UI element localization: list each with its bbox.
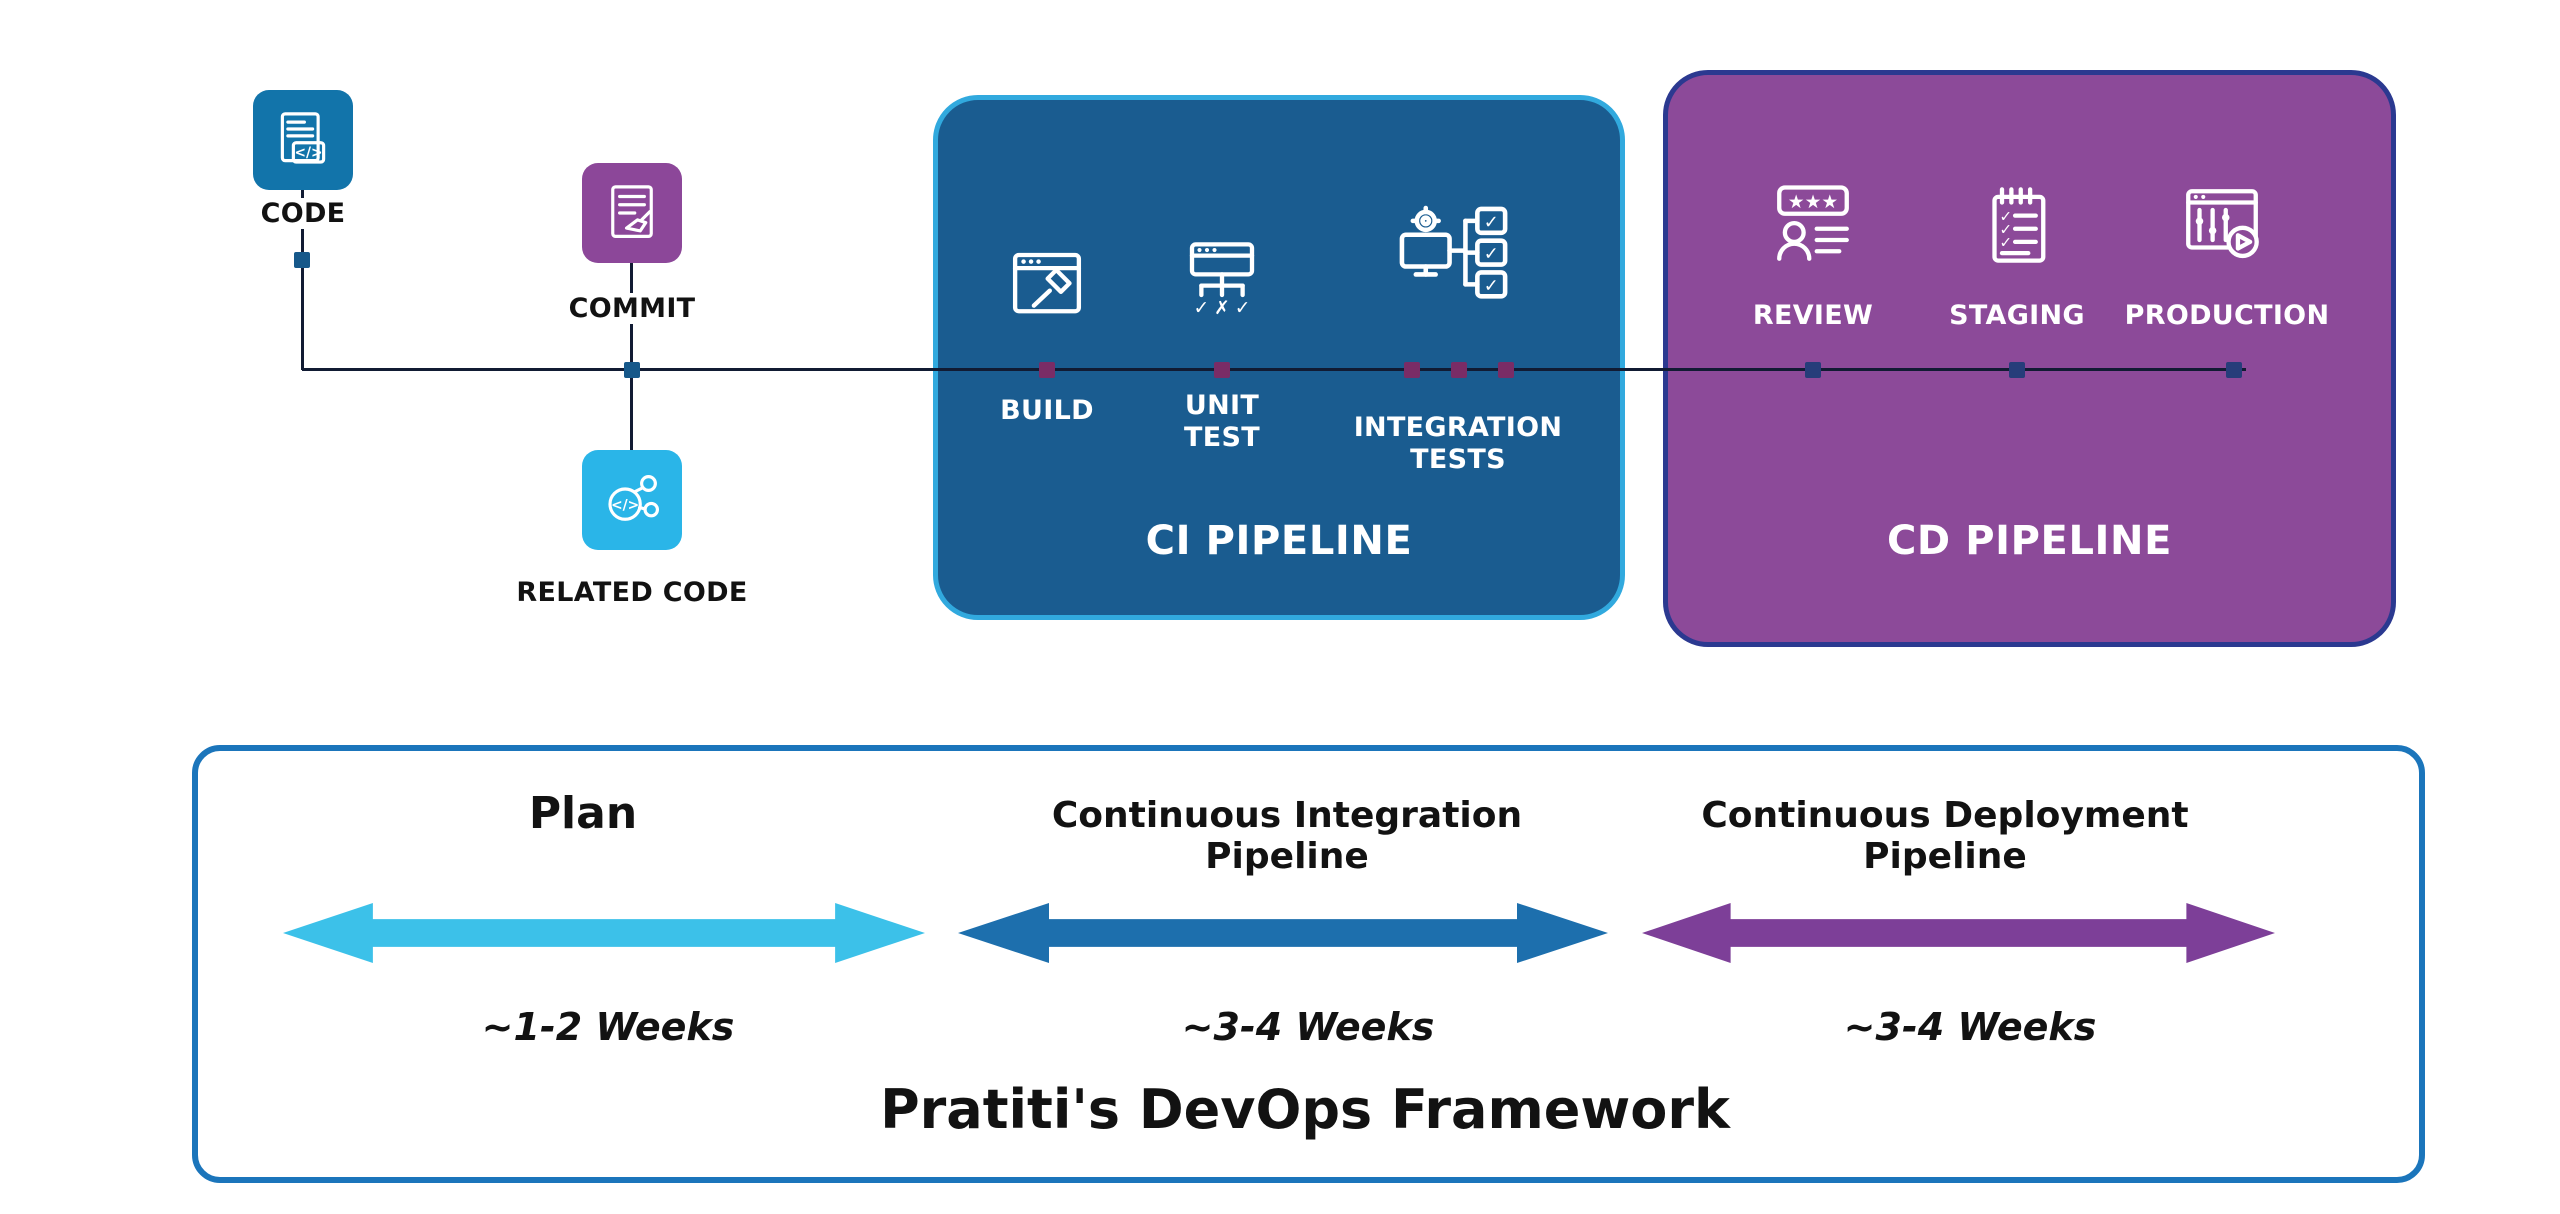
build-icon: [1002, 240, 1092, 330]
svg-text:✗: ✗: [1214, 298, 1230, 319]
timeline-marker: [2009, 362, 2025, 378]
plan-double-arrow-icon: [283, 903, 925, 963]
timeline-marker: [1805, 362, 1821, 378]
svg-text:✓: ✓: [1999, 234, 2012, 252]
staging-icon: ✓ ✓ ✓: [1972, 180, 2062, 270]
production-icon: [2177, 180, 2267, 270]
review-label: REVIEW: [1752, 300, 1874, 331]
integration-tests-label: INTEGRATION TESTS: [1353, 412, 1563, 475]
svg-text:</>: </>: [294, 145, 322, 161]
commit-icon: [611, 185, 653, 238]
svg-text:✓: ✓: [1484, 244, 1499, 265]
code-label: CODE: [223, 198, 383, 229]
production-label: PRODUCTION: [2124, 300, 2330, 331]
timeline-marker: [1214, 362, 1230, 378]
svg-text:✓: ✓: [1194, 298, 1210, 319]
timeline-marker: [1404, 362, 1420, 378]
phase-ci-duration: ~3-4 Weeks: [1181, 1005, 1435, 1049]
phase-cd-duration: ~3-4 Weeks: [1843, 1005, 2097, 1049]
cd-pipeline-box: [1663, 70, 2396, 647]
build-label: BUILD: [1000, 395, 1094, 426]
commit-node: [582, 163, 682, 263]
phase-cd-label: Continuous Deployment Pipeline: [1701, 795, 2189, 877]
svg-text:✓: ✓: [1484, 212, 1499, 233]
code-share-icon: </>: [608, 475, 660, 521]
timeline-marker: [294, 252, 310, 268]
framework-panel: [192, 745, 2425, 1183]
cd-pipeline-title: CD PIPELINE: [1886, 518, 2173, 564]
code-branch-line: [301, 190, 304, 370]
unit-test-icon: ✓ ✗ ✓: [1177, 235, 1267, 325]
svg-text:✓: ✓: [1484, 275, 1499, 296]
commit-branch-line: [630, 263, 633, 450]
svg-text:</>: </>: [611, 498, 639, 514]
code-node: </>: [253, 90, 353, 190]
svg-text:✓: ✓: [1235, 298, 1251, 319]
review-icon: ★★★: [1768, 180, 1858, 270]
unit-test-label: UNIT TEST: [1184, 390, 1260, 453]
integration-tests-icon: ✓ ✓ ✓: [1394, 205, 1521, 300]
phase-plan-duration: ~1-2 Weeks: [481, 1005, 735, 1049]
timeline-marker: [1039, 362, 1055, 378]
phase-ci-label: Continuous Integration Pipeline: [1051, 795, 1523, 877]
related-code-label: RELATED CODE: [482, 577, 782, 608]
timeline-line: [302, 368, 2246, 371]
svg-text:★★★: ★★★: [1788, 192, 1838, 213]
svg-text:✓: ✓: [1999, 220, 2012, 238]
staging-label: STAGING: [1949, 300, 2085, 331]
timeline-marker: [1498, 362, 1514, 378]
timeline-marker: [2226, 362, 2242, 378]
timeline-marker: [1451, 362, 1467, 378]
framework-title: Pratiti's DevOps Framework: [880, 1078, 1730, 1141]
ci-double-arrow-icon: [958, 903, 1608, 963]
ci-pipeline-box: [933, 95, 1625, 620]
related-code-node: </>: [582, 450, 682, 550]
svg-text:✓: ✓: [1999, 207, 2012, 225]
ci-pipeline-title: CI PIPELINE: [1145, 518, 1413, 564]
cd-double-arrow-icon: [1642, 903, 2275, 963]
timeline-marker: [624, 362, 640, 378]
commit-label: COMMIT: [532, 293, 732, 324]
code-icon: </>: [280, 112, 326, 164]
phase-plan-label: Plan: [528, 788, 638, 839]
